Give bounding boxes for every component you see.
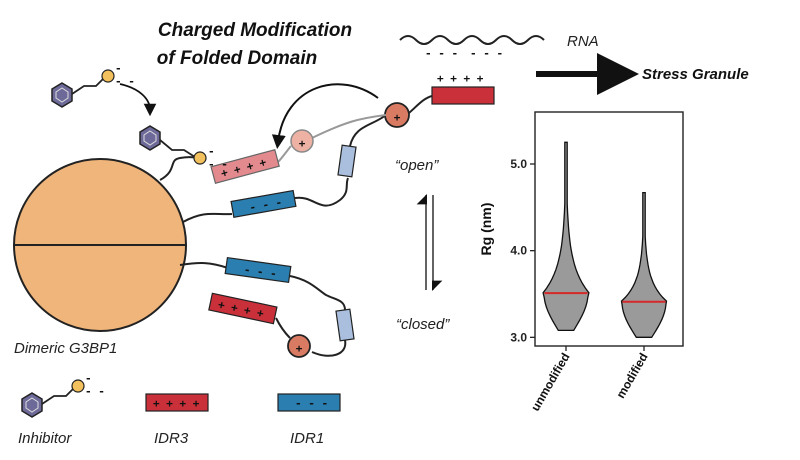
legend-idr3-charges: + + + +	[153, 397, 200, 410]
upper-chain-linker-2	[294, 177, 349, 207]
stress-granule-label: Stress Granule	[642, 66, 749, 83]
charged-residue-faded-sign: +	[299, 137, 306, 150]
inhibitor-ball-bound	[193, 151, 207, 165]
idr-small-segment-lower	[335, 308, 355, 342]
rna-charges: - - -	[425, 47, 458, 60]
rna-label: RNA	[567, 33, 599, 50]
lower-chain-linker	[179, 262, 229, 269]
closed-label: “closed”	[396, 316, 450, 333]
legend-idr3-label: IDR3	[154, 430, 189, 447]
upper-chain-linker	[182, 212, 233, 223]
inhibitor-free-chain	[71, 77, 105, 95]
idr3-top-charges: + + + +	[437, 72, 484, 85]
y-axis-label: Rg (nm)	[478, 203, 494, 256]
idr1-lower-charges: - - -	[243, 263, 278, 280]
violin-unmodified	[542, 141, 590, 332]
dimer-label: Dimeric G3BP1	[14, 340, 117, 357]
legend-inhibitor-ring-inner	[25, 397, 39, 413]
title-line-1: Charged Modification	[158, 20, 352, 41]
x-tick-label-unmodified: unmodified	[528, 351, 572, 414]
legend-inhibitor-charges-2: - -	[85, 385, 105, 398]
idr-small-segment-upper	[337, 144, 357, 178]
inhibitor-bound-chain	[159, 139, 196, 158]
chart-frame	[534, 111, 684, 347]
faded-linker-2	[277, 145, 292, 163]
inhibitor-ring-free	[51, 82, 73, 108]
y-tick-label: 3.0	[510, 330, 527, 344]
y-tick-label: 4.0	[510, 244, 527, 258]
lower-chain-linker-4	[275, 317, 291, 339]
rg-violin-chart: Rg (nm) 3.0 4.0 5.0 unmodified modified	[478, 111, 684, 414]
inhibitor-ring-bound	[139, 125, 161, 151]
x-tick-label-modified: modified	[613, 351, 650, 401]
idr3-segment-faded	[210, 148, 280, 184]
upper-chain-linker-4	[408, 95, 433, 114]
lower-chain-linker-2	[289, 275, 346, 311]
legend-idr1-charges: - - -	[295, 397, 328, 410]
idr3-segment-top	[431, 86, 495, 105]
legend-inhibitor-ball	[71, 379, 85, 393]
title-line-2: of Folded Domain	[157, 48, 317, 69]
legend-inhibitor-charges: -	[85, 372, 92, 385]
idr1-segment-upper	[230, 189, 297, 218]
charged-residue-top-sign: +	[394, 111, 401, 124]
legend-idr1-swatch	[277, 393, 341, 412]
upper-chain-linker-3	[349, 114, 387, 147]
lower-chain-linker-3	[311, 339, 347, 357]
legend-inhibitor-label: Inhibitor	[18, 430, 72, 447]
faded-linker	[311, 114, 387, 139]
y-tick-label: 5.0	[510, 157, 527, 171]
idr1-upper-charges: - - -	[248, 196, 283, 215]
binding-arrow	[119, 83, 157, 117]
legend-idr3-swatch	[145, 393, 209, 412]
inhibitor-bound-charges-2: - -	[208, 158, 228, 171]
open-label: “open”	[395, 157, 439, 174]
inhibitor-ball-free	[101, 69, 115, 83]
inhibitor-ring-bound-inner	[143, 130, 157, 146]
rna-strand	[399, 35, 545, 45]
idr3-segment-lower	[208, 292, 278, 325]
idr1-segment-lower	[224, 256, 292, 284]
legend-inhibitor-ring	[21, 392, 43, 418]
inhibitor-tether	[159, 156, 199, 181]
charged-residue-faded	[290, 129, 314, 153]
charged-residue-bottom	[287, 334, 311, 358]
release-arrow	[271, 83, 379, 149]
charged-residue-bottom-sign: +	[296, 342, 303, 355]
violin-modified	[620, 191, 668, 338]
inhibitor-bound-charges: -	[208, 145, 215, 158]
legend-idr1-label: IDR1	[290, 430, 324, 447]
legend-inhibitor-chain	[41, 387, 75, 405]
inhibitor-ring-free-inner	[55, 87, 69, 103]
rna-charges-2: - - -	[470, 47, 503, 60]
inhibitor-free-charges: -	[115, 62, 122, 75]
